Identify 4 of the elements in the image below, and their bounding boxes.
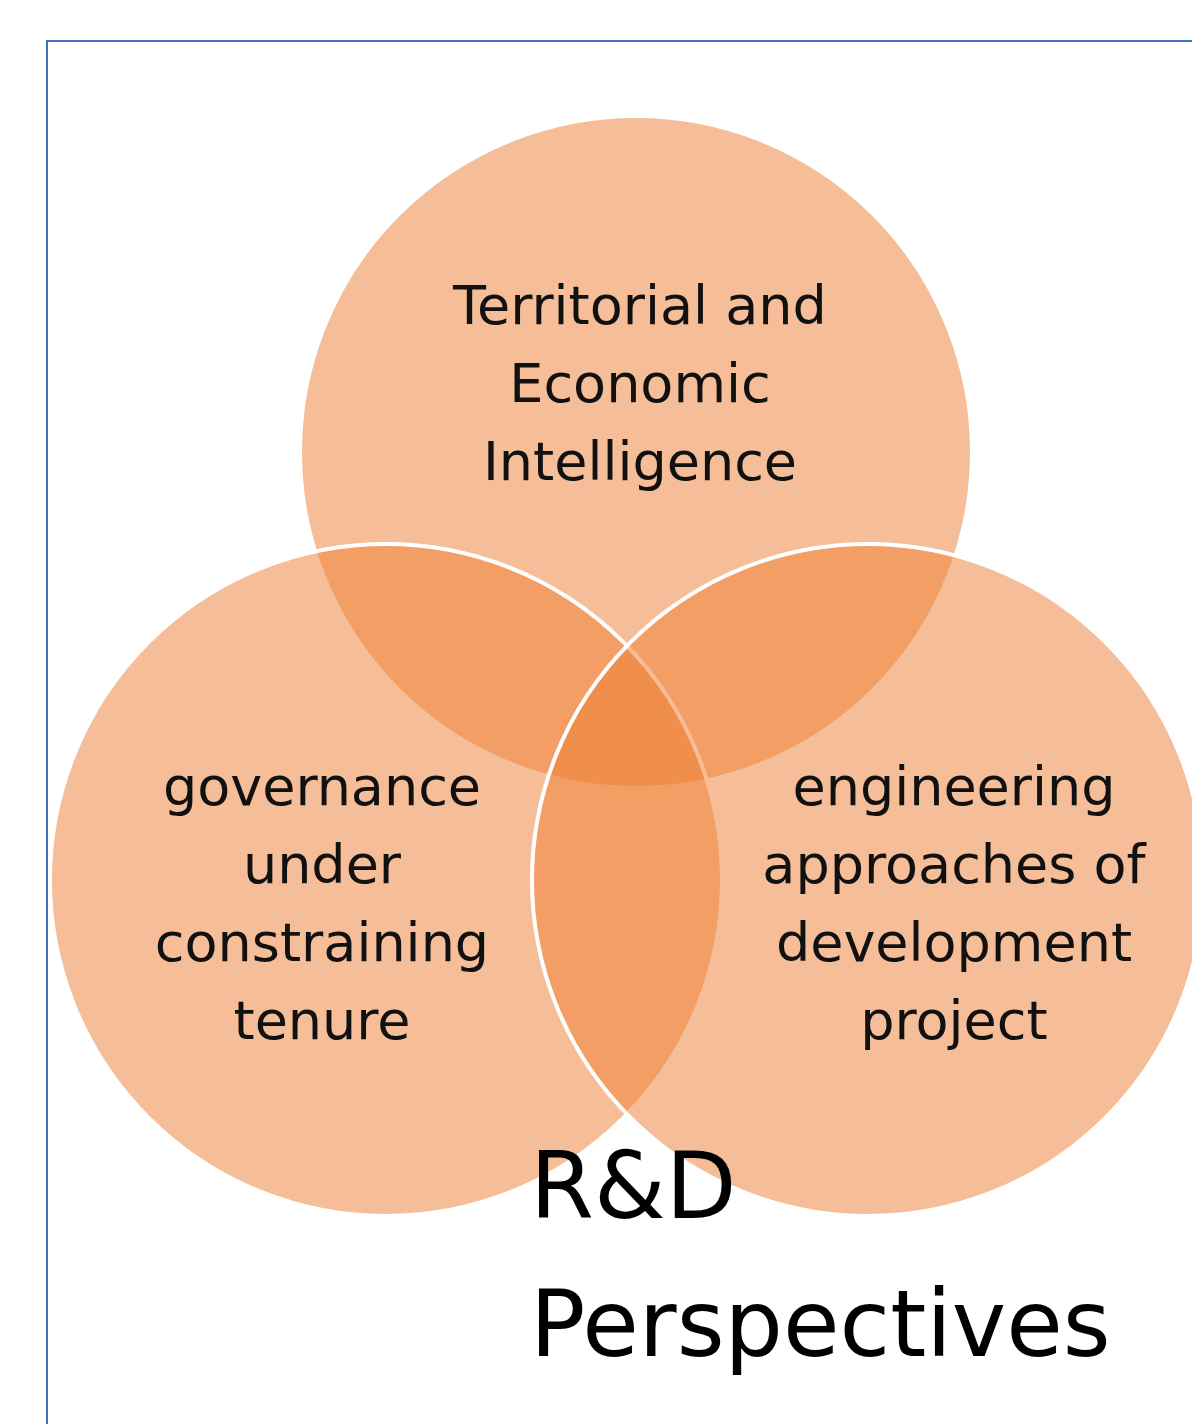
circle-label: Territorial and Economic Intelligence (451, 273, 828, 495)
circle-label: governance under constraining tenure (153, 754, 491, 1054)
circle-label: engineering approaches of development project (761, 754, 1148, 1054)
diagram-title: R&D Perspectives (530, 1132, 1112, 1380)
